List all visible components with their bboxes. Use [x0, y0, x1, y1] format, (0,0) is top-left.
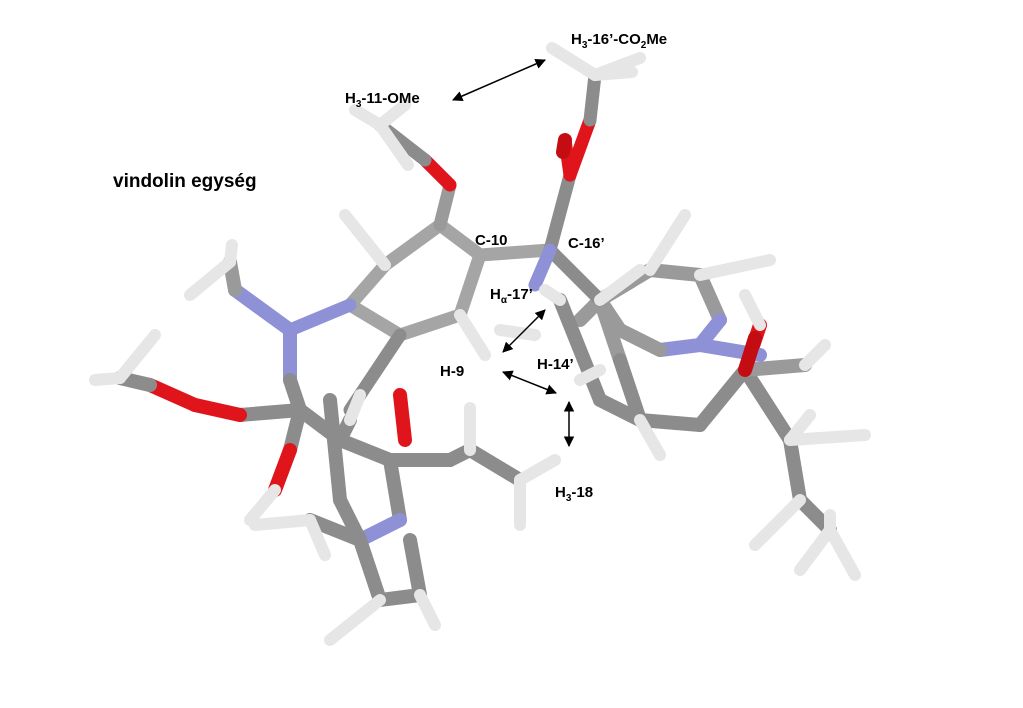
- label-h3-16-co2me: H3-16’-CO2Me: [571, 31, 667, 51]
- label-ha17: Hα-17’: [490, 286, 533, 306]
- arrow-h9-h14: [502, 370, 557, 395]
- right-unit-bonds: [553, 263, 837, 537]
- stick-model: [89, 42, 871, 646]
- carbonyl-oxygens: [556, 133, 762, 377]
- figure-title: vindolin egység: [113, 171, 257, 192]
- label-h9: H-9: [440, 363, 464, 380]
- left-unit-bonds: [113, 255, 527, 607]
- label-h3-11-ome: H3-11-OMe: [345, 90, 420, 110]
- label-h3-18: H3-18: [555, 484, 593, 504]
- hydrogen-stubs: [89, 42, 871, 646]
- arrow-ha17-h9: [502, 309, 546, 353]
- label-h14: H-14’: [537, 356, 574, 373]
- label-c16: C-16’: [568, 235, 605, 252]
- noe-arrows: [452, 58, 575, 448]
- label-c10: C-10: [475, 232, 508, 249]
- arrow-h3-11-ome-h3-16: [452, 58, 546, 102]
